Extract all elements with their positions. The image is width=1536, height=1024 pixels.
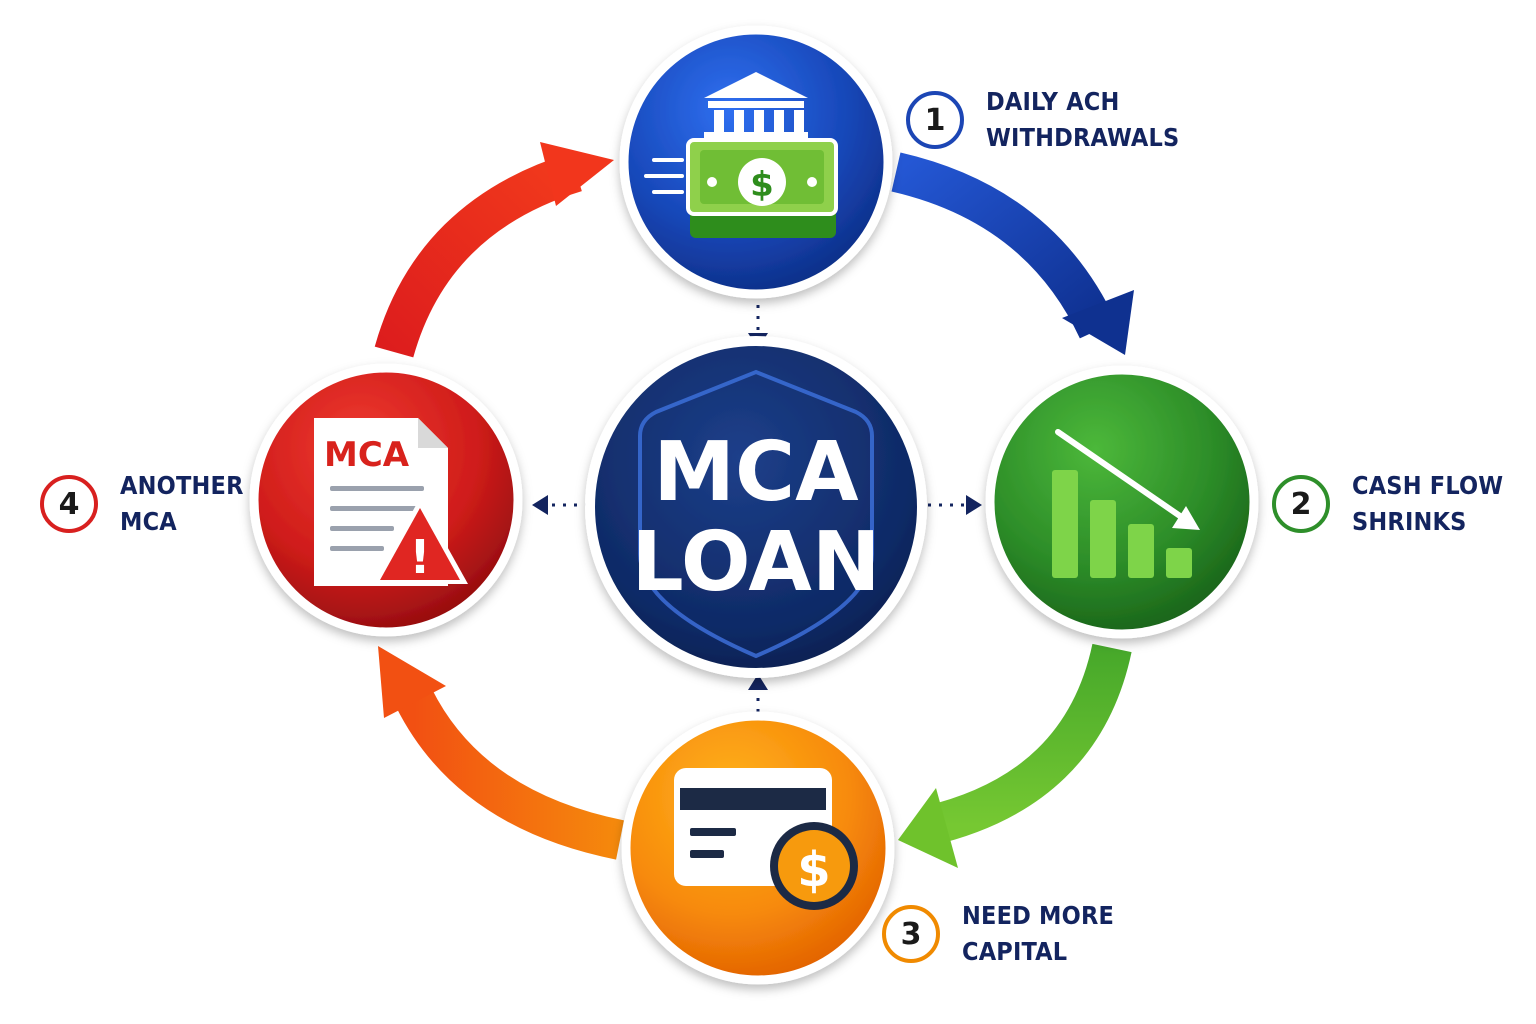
dollar-sign: $ <box>750 165 774 205</box>
step-number-3: 3 <box>882 905 940 963</box>
bank-cash-icon: $ <box>644 72 838 238</box>
cycle-arrows <box>374 142 1134 868</box>
step-2-line1: CASH FLOW <box>1352 471 1504 500</box>
arrow-withdrawals-to-cashflow <box>891 152 1134 355</box>
step-label-2: 2 CASH FLOW SHRINKS <box>1272 468 1503 540</box>
node-daily-ach-withdrawals: $ <box>619 25 893 299</box>
warning-icon: ! <box>410 530 431 584</box>
connector-left-arrowhead <box>532 495 548 515</box>
arrow-another-mca-to-withdrawals <box>374 142 614 358</box>
arrow-cashflow-to-capital <box>898 643 1132 868</box>
step-label-4: 4 ANOTHER MCA <box>40 468 244 540</box>
step-text-3: NEED MORE CAPITAL <box>962 898 1114 970</box>
center-title-line2: LOAN <box>632 515 881 610</box>
node-cash-flow-shrinks <box>985 365 1259 639</box>
center-node: MCA LOAN <box>585 336 927 678</box>
step-number-1: 1 <box>906 91 964 149</box>
step-number-4: 4 <box>40 475 98 533</box>
step-text-1: DAILY ACH WITHDRAWALS <box>986 84 1179 156</box>
step-2-line2: SHRINKS <box>1352 507 1467 536</box>
step-number-2: 2 <box>1272 475 1330 533</box>
dotted-connectors <box>548 294 966 712</box>
arrow-capital-to-another-mca <box>378 646 625 860</box>
dollar-coin: $ <box>797 842 830 898</box>
document-label: MCA <box>324 435 410 475</box>
connector-bottom-arrowhead <box>748 674 768 690</box>
mca-document-warning-icon: MCA ! <box>314 418 468 586</box>
step-text-4: ANOTHER MCA <box>120 468 244 540</box>
node-need-more-capital: $ <box>621 711 895 985</box>
connector-right-arrowhead <box>966 495 982 515</box>
step-label-1: 1 DAILY ACH WITHDRAWALS <box>906 84 1179 156</box>
step-4-line2: MCA <box>120 507 177 536</box>
credit-card-dollar-icon: $ <box>674 768 858 910</box>
node-another-mca: MCA ! <box>249 363 523 637</box>
step-4-line1: ANOTHER <box>120 471 244 500</box>
step-text-2: CASH FLOW SHRINKS <box>1352 468 1503 540</box>
declining-bar-chart-icon <box>1052 429 1200 578</box>
step-3-line2: CAPITAL <box>962 937 1068 966</box>
step-3-line1: NEED MORE <box>962 901 1115 930</box>
step-1-line2: WITHDRAWALS <box>986 123 1180 152</box>
step-1-line1: DAILY ACH <box>986 87 1120 116</box>
shield-icon <box>638 369 874 659</box>
step-label-3: 3 NEED MORE CAPITAL <box>882 898 1114 970</box>
center-title-line1: MCA <box>653 425 859 520</box>
